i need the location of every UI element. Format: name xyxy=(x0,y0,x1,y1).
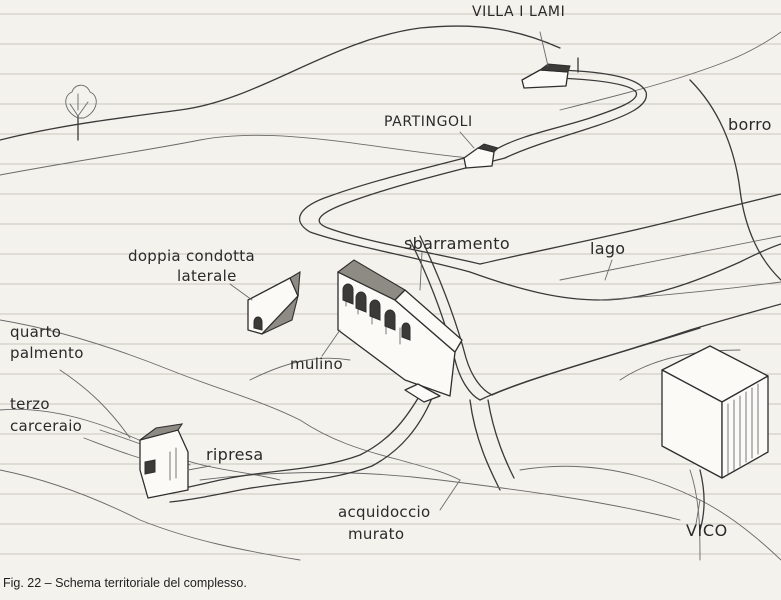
label-acquidoccio: acquidoccio xyxy=(338,503,431,521)
ripresa-building xyxy=(139,423,189,499)
label-mulino: mulino xyxy=(290,355,343,373)
label-laterale: laterale xyxy=(177,267,237,285)
label-ripresa: ripresa xyxy=(206,445,264,464)
watercourse xyxy=(159,394,433,503)
label-palmento: palmento xyxy=(10,344,84,362)
lake xyxy=(469,193,781,301)
tree-icon xyxy=(65,84,97,141)
dam xyxy=(409,235,781,491)
label-villa-i-lami: VILLA I LAMI xyxy=(472,4,566,20)
label-sbarramento: sbarramento xyxy=(404,234,510,253)
hills xyxy=(0,25,781,281)
partingoli-building xyxy=(463,143,499,169)
label-vico: VICO xyxy=(686,521,728,540)
leader-lines xyxy=(59,31,701,525)
label-doppia-condotta: doppia condotta xyxy=(128,247,255,265)
vico-building xyxy=(661,345,769,531)
label-lago: lago xyxy=(590,239,626,258)
label-murato: murato xyxy=(348,525,405,543)
mulino-building xyxy=(336,259,463,403)
label-terzo: terzo xyxy=(10,395,50,413)
condotta-building xyxy=(247,270,301,335)
terrain xyxy=(0,319,781,561)
label-quarto: quarto xyxy=(10,323,62,341)
figure-caption: Fig. 22 – Schema territoriale del comple… xyxy=(3,576,247,590)
label-borro: borro xyxy=(728,115,772,134)
road xyxy=(298,69,647,273)
label-partingoli: PARTINGOLI xyxy=(384,114,473,130)
label-carceraio: carceraio xyxy=(10,417,83,435)
villa-i-lami-building xyxy=(521,57,579,89)
